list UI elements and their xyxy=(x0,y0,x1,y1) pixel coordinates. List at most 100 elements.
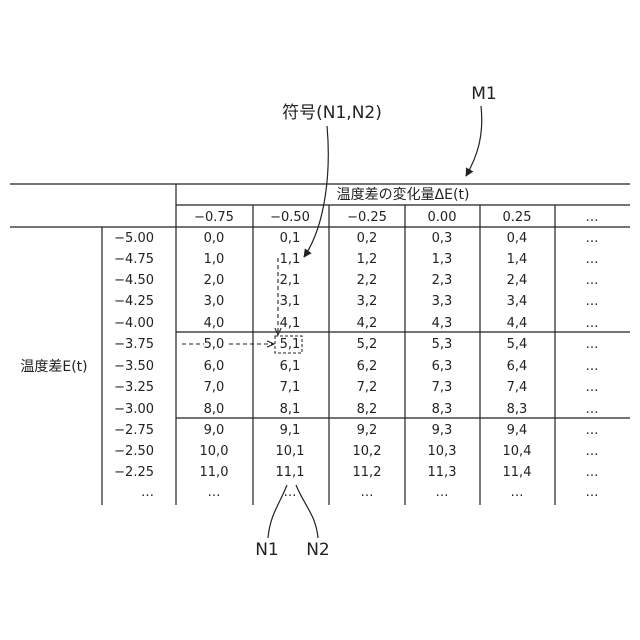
table-cell: 9,3 xyxy=(432,423,453,438)
table-cell: 8,3 xyxy=(432,402,453,417)
table-cell: 4,2 xyxy=(357,316,378,331)
table-cell: 4,3 xyxy=(432,316,453,331)
table-cell: 0,4 xyxy=(507,231,528,246)
table-cell: 11,4 xyxy=(503,465,532,480)
table-cell: 6,0 xyxy=(204,359,225,374)
table-cell: … xyxy=(436,485,449,500)
table-cell: 9,2 xyxy=(357,423,378,438)
table-cell: 10,2 xyxy=(353,444,382,459)
row-header: −4.00 xyxy=(114,316,154,331)
table-cell: 4,1 xyxy=(280,316,301,331)
table-cell: 2,3 xyxy=(432,273,453,288)
table-cell: … xyxy=(586,273,599,288)
table-cell: 5,0 xyxy=(204,337,225,352)
column-header: 0.25 xyxy=(503,210,532,225)
table-cell: … xyxy=(586,485,599,500)
table-cell: 3,4 xyxy=(507,294,528,309)
table-cell: 7,2 xyxy=(357,380,378,395)
column-header: −0.50 xyxy=(270,210,310,225)
row-header: −4.25 xyxy=(114,294,154,309)
table-cell: … xyxy=(586,359,599,374)
table-cell: 10,1 xyxy=(276,444,305,459)
row-group-header: 温度差E(t) xyxy=(20,359,87,375)
table-cell: 7,1 xyxy=(280,380,301,395)
table-cell: 11,0 xyxy=(200,465,229,480)
table-cell: 10,0 xyxy=(200,444,229,459)
row-header: −3.75 xyxy=(114,337,154,352)
table-cell: 0,1 xyxy=(280,231,301,246)
table-cell: … xyxy=(586,444,599,459)
table-cell: 11,1 xyxy=(276,465,305,480)
table-cell: 3,2 xyxy=(357,294,378,309)
table-cell: 2,0 xyxy=(204,273,225,288)
col-group-header: 温度差の変化量ΔE(t) xyxy=(337,186,470,203)
table-cell: 8,0 xyxy=(204,402,225,417)
table-cell: 9,1 xyxy=(280,423,301,438)
row-header: −2.25 xyxy=(114,465,154,480)
table-cell: 0,0 xyxy=(204,231,225,246)
table-cell: 1,2 xyxy=(357,252,378,267)
table-cell: 6,3 xyxy=(432,359,453,374)
table-cell: … xyxy=(586,316,599,331)
table-cell: 1,3 xyxy=(432,252,453,267)
table-cell: 11,2 xyxy=(353,465,382,480)
row-header: … xyxy=(141,485,154,500)
table-cell: … xyxy=(586,380,599,395)
table-cell: … xyxy=(586,402,599,417)
table-cell: 9,4 xyxy=(507,423,528,438)
table-cell: 2,1 xyxy=(280,273,301,288)
row-header: −2.50 xyxy=(114,444,154,459)
table-cell: 6,2 xyxy=(357,359,378,374)
table-cell: 6,1 xyxy=(280,359,301,374)
map-label: M1 xyxy=(471,84,496,104)
table-cell: … xyxy=(586,231,599,246)
row-header: −3.00 xyxy=(114,402,154,417)
table-cell: 11,3 xyxy=(428,465,457,480)
row-header: −3.25 xyxy=(114,380,154,395)
table-cell: … xyxy=(586,465,599,480)
table-cell: 4,4 xyxy=(507,316,528,331)
table-cell: … xyxy=(208,485,221,500)
table-cell: 5,4 xyxy=(507,337,528,352)
table-cell: … xyxy=(511,485,524,500)
map-table-grid xyxy=(10,184,630,505)
table-cell: 2,4 xyxy=(507,273,528,288)
table-cell: 4,0 xyxy=(204,316,225,331)
table-cell: … xyxy=(361,485,374,500)
table-cell: 10,4 xyxy=(503,444,532,459)
code-label: 符号(N1,N2) xyxy=(282,103,382,123)
table-cell: 5,1 xyxy=(280,337,301,352)
table-cell: … xyxy=(586,294,599,309)
table-cell: 0,3 xyxy=(432,231,453,246)
table-cell: 5,2 xyxy=(357,337,378,352)
table-cell: 5,3 xyxy=(432,337,453,352)
table-cell: 10,3 xyxy=(428,444,457,459)
column-header: … xyxy=(586,210,599,225)
row-headers: −5.00−4.75−4.50−4.25−4.00−3.75−3.50−3.25… xyxy=(114,231,154,500)
table-cell: … xyxy=(586,423,599,438)
table-cell: 1,4 xyxy=(507,252,528,267)
table-cell: 3,3 xyxy=(432,294,453,309)
code-label-leader xyxy=(304,126,328,257)
column-headers: −0.75 −0.50 −0.25 0.00 0.25 … xyxy=(194,210,598,225)
column-header: −0.25 xyxy=(347,210,387,225)
table-cell: 2,2 xyxy=(357,273,378,288)
n2-leader xyxy=(296,485,318,538)
table-cell: 1,1 xyxy=(280,252,301,267)
table-cell: 8,2 xyxy=(357,402,378,417)
table-cell: 0,2 xyxy=(357,231,378,246)
column-header: 0.00 xyxy=(428,210,457,225)
table-cell: 3,0 xyxy=(204,294,225,309)
table-cell: … xyxy=(284,485,297,500)
row-header: −5.00 xyxy=(114,231,154,246)
row-header: −4.50 xyxy=(114,273,154,288)
table-cell: 7,0 xyxy=(204,380,225,395)
table-cells: 0,0 0,1 0,2 0,3 0,4 … 1,0 1,1 1,2 1,3 1,4 … 2,0 2,1 2,… xyxy=(200,231,599,500)
n2-label: N2 xyxy=(306,540,330,560)
table-cell: 7,3 xyxy=(432,380,453,395)
table-cell: 1,0 xyxy=(204,252,225,267)
table-cell: 8,1 xyxy=(280,402,301,417)
column-header: −0.75 xyxy=(194,210,234,225)
table-cell: … xyxy=(586,252,599,267)
